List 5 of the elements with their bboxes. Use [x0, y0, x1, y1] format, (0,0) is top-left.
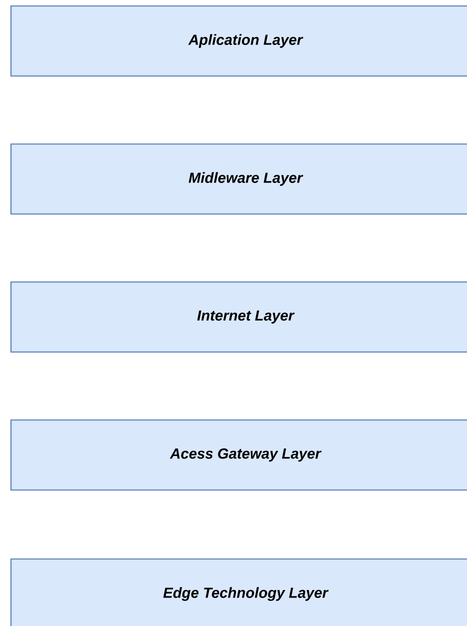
layer-box: Edge Technology Layer: [10, 558, 467, 626]
layer-box: Acess Gateway Layer: [10, 419, 467, 491]
layer-box: Aplication Layer: [10, 5, 467, 77]
layer-box: Midleware Layer: [10, 143, 467, 215]
layer-box: Internet Layer: [10, 281, 467, 353]
